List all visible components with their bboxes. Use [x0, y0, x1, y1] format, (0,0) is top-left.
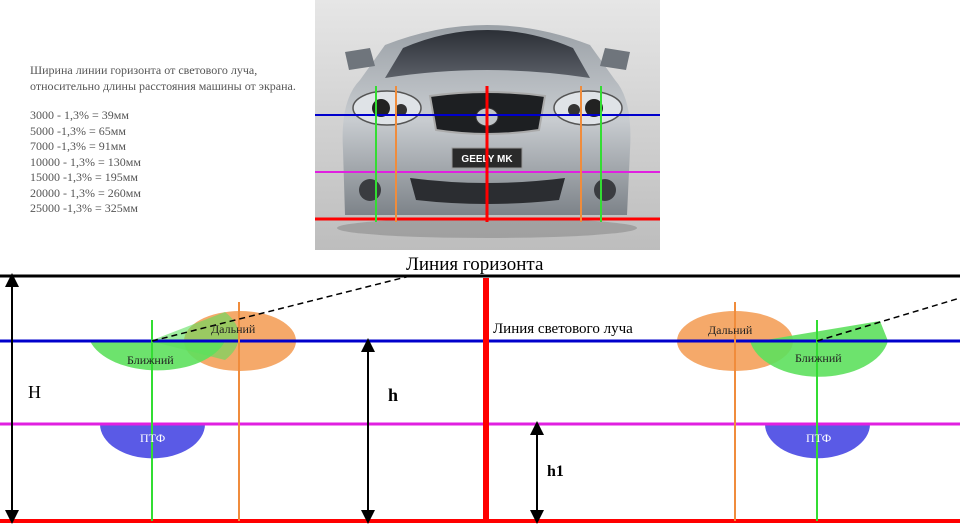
left-low-beam-shape — [90, 341, 225, 371]
info-row: 3000 - 1,3% = 39мм — [30, 108, 129, 122]
left-cutoff-line — [151, 275, 411, 342]
h1-label: h1 — [547, 463, 564, 480]
right-fog-label: ПТФ — [806, 431, 831, 445]
h-label: h — [388, 385, 398, 405]
info-row: 7000 -1,3% = 91мм — [30, 139, 126, 153]
right-fog-shape — [765, 424, 870, 459]
info-description: Ширина линии горизонта от светового луча… — [30, 63, 296, 93]
right-low-beam-shape — [750, 341, 888, 377]
horizon-label: Линия горизонта — [406, 254, 544, 275]
right-high-beam-shape — [677, 311, 793, 371]
info-row: 15000 -1,3% = 195мм — [30, 170, 138, 184]
info-panel: Ширина линии горизонта от светового луча… — [30, 63, 320, 217]
left-fog-shape — [100, 424, 205, 459]
right-high-beam-label: Дальний — [708, 323, 753, 337]
left-high-beam-shape — [184, 311, 296, 371]
beam-line-label: Линия светового луча — [493, 321, 633, 337]
left-low-beam-label: Ближний — [127, 353, 174, 367]
right-cutoff-line — [816, 297, 960, 342]
left-fog-label: ПТФ — [140, 431, 165, 445]
info-row: 20000 - 1,3% = 260мм — [30, 185, 141, 200]
info-row: 25000 -1,3% = 325мм — [30, 201, 138, 215]
H-label: H — [28, 382, 41, 402]
info-row: 5000 -1,3% = 65мм — [30, 123, 126, 138]
info-row: 10000 - 1,3% = 130мм — [30, 154, 141, 169]
car-photo: GEELY MK — [315, 0, 660, 250]
left-high-beam-label: Дальний — [211, 322, 256, 336]
right-low-beam-label: Ближний — [795, 351, 842, 365]
